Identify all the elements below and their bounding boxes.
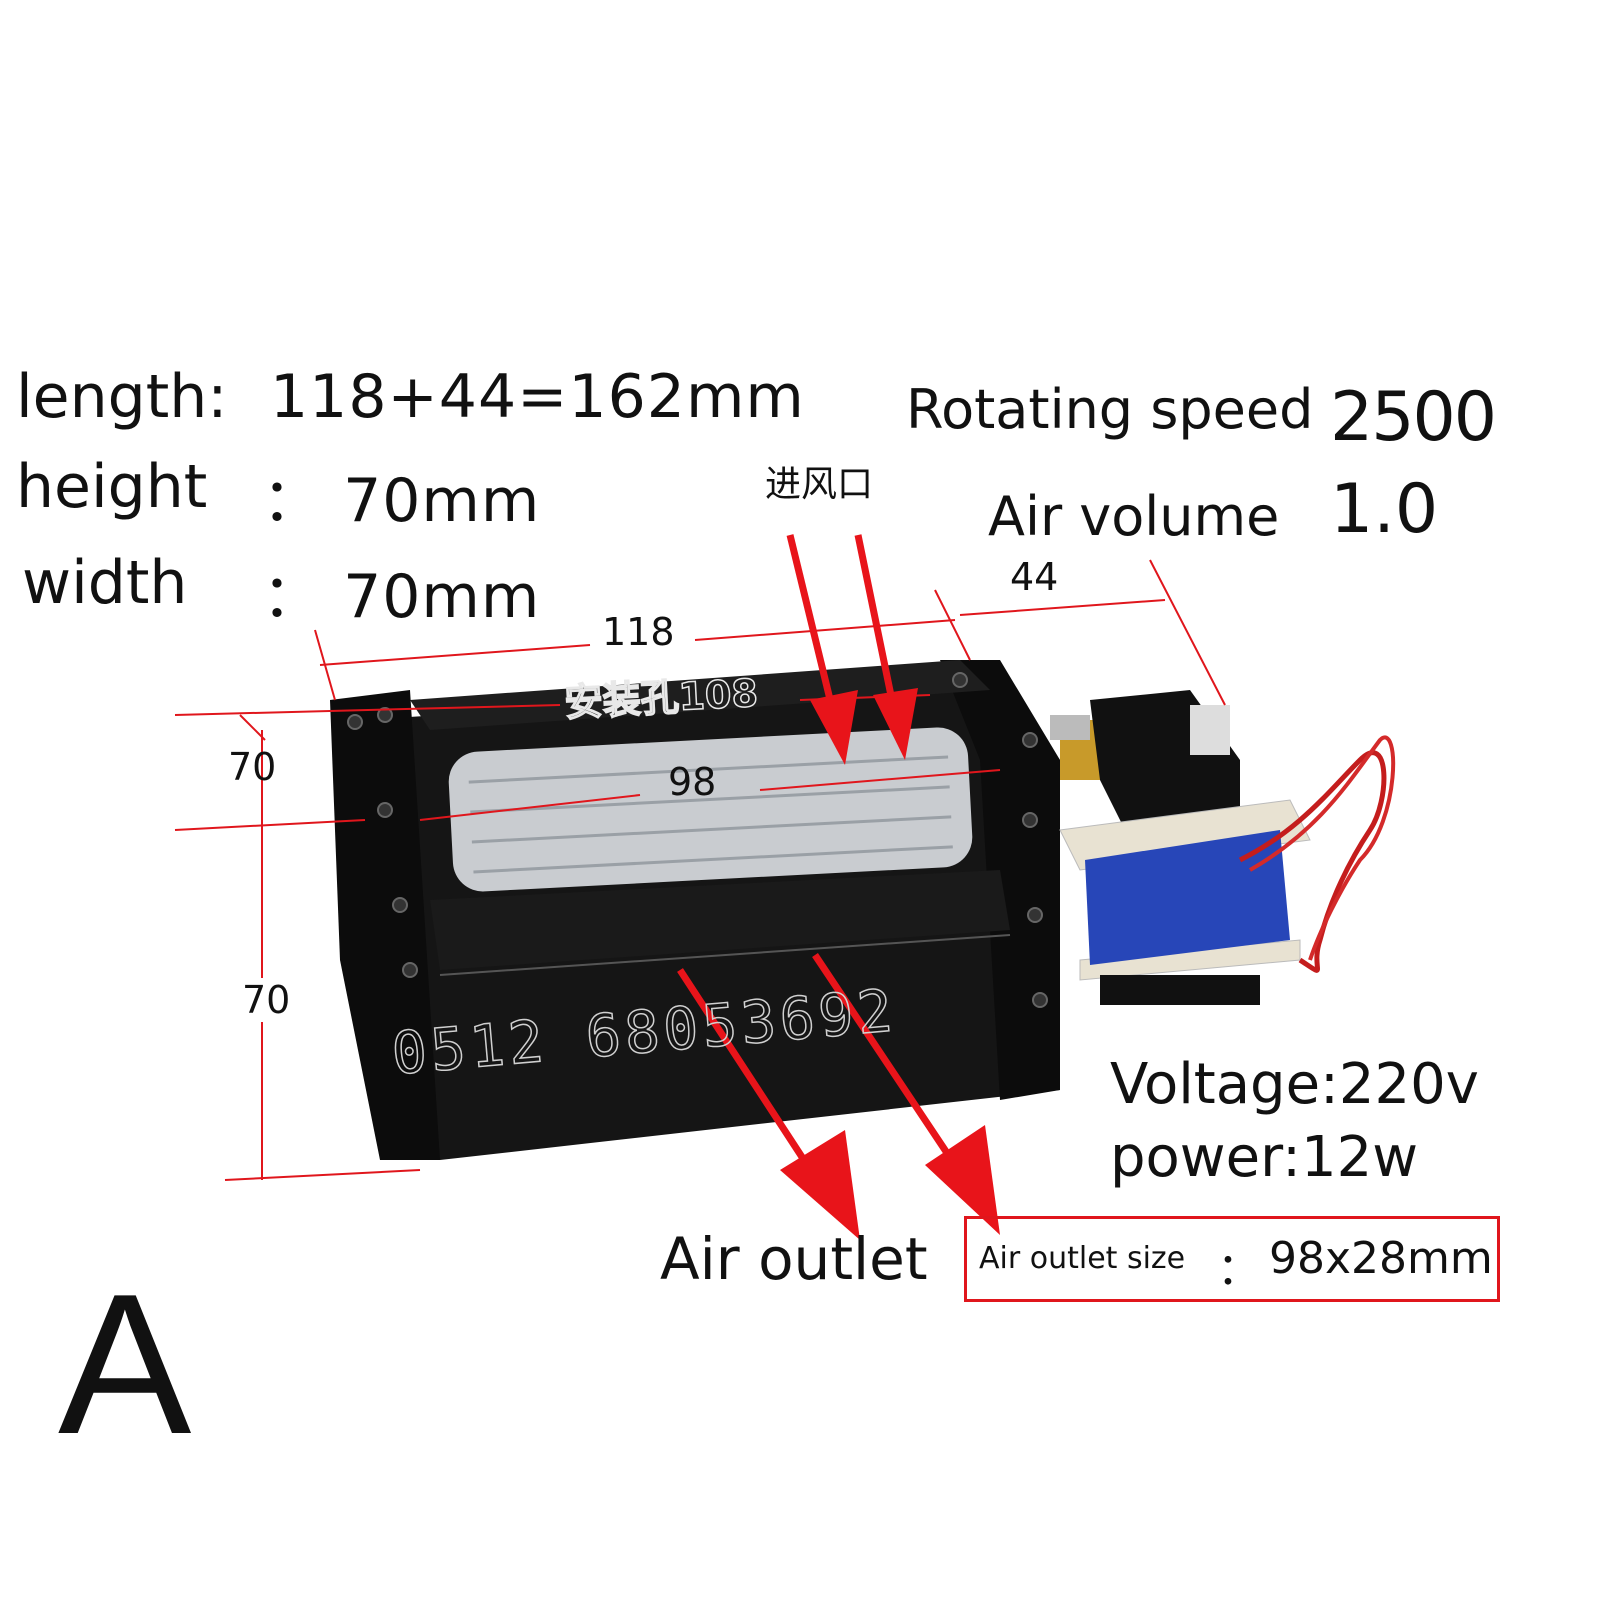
top-frame	[410, 660, 990, 730]
outlet-size-box: Air outlet size ： 98x28mm	[964, 1216, 1500, 1302]
width-value: ： 70mm	[262, 562, 541, 632]
inlet-label-cn: 进风口	[765, 464, 874, 505]
inlet-arrows	[786, 534, 918, 765]
rotor	[448, 727, 973, 892]
outlet-size-separator: ：	[1217, 1244, 1261, 1295]
variant-letter: A	[58, 1253, 192, 1476]
mount-hole-label: 安装孔108	[563, 670, 760, 726]
outlet-size-value: 98x28mm	[1269, 1233, 1493, 1284]
dimension-lines	[174, 559, 1226, 1181]
motor-wires	[1238, 750, 1387, 973]
outlet-size-label: Air outlet size	[979, 1241, 1186, 1276]
motor-coil	[1085, 830, 1290, 965]
voltage-text: Voltage:220v	[1110, 1052, 1479, 1117]
dim-44: 44	[1010, 555, 1059, 599]
air-volume-value: 1.0	[1330, 470, 1439, 549]
dim-118: 118	[598, 610, 679, 654]
width-label: width	[22, 548, 188, 618]
dim-98: 98	[668, 760, 717, 804]
length-label: length:	[16, 362, 228, 432]
dim-70-top: 70	[228, 745, 277, 789]
dim-70-side: 70	[238, 978, 295, 1022]
length-value: 118+44=162mm	[270, 362, 805, 432]
height-label: height	[16, 452, 208, 522]
air-outlet-label: Air outlet	[660, 1225, 928, 1293]
power-text: power:12w	[1110, 1125, 1419, 1190]
rotating-speed-value: 2500	[1330, 378, 1497, 457]
air-volume-label: Air volume	[988, 485, 1280, 548]
motor-bracket-top	[1059, 799, 1311, 871]
left-end-plate	[330, 690, 440, 1160]
outlet-arrows	[677, 953, 1000, 1240]
rotating-speed-label: Rotating speed	[906, 378, 1314, 441]
height-value: ： 70mm	[262, 466, 541, 536]
